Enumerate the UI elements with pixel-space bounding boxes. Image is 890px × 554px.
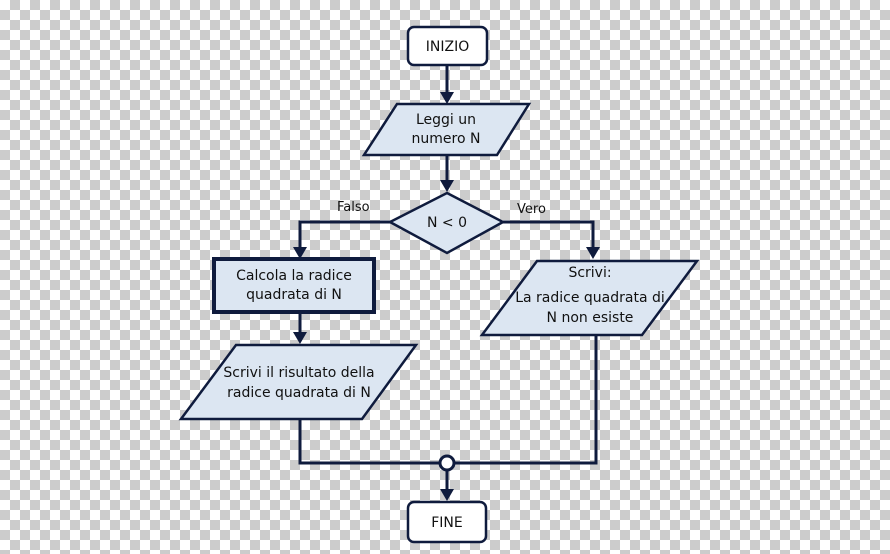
start-box (406, 25, 489, 67)
output-error-line-3: N non esiste (547, 310, 634, 326)
connectors (293, 65, 600, 501)
input-line-2: numero N (412, 131, 481, 147)
process-node: Calcola la radice quadrata di N (212, 257, 376, 314)
end-node: FINE (406, 500, 488, 544)
input-line-1: Leggi un (416, 112, 476, 128)
input-shape (361, 102, 532, 157)
arrow-decision-true (586, 247, 600, 259)
arrow-input-decision (440, 180, 454, 192)
decision-shape (387, 191, 506, 255)
connector-decision-true (503, 220, 595, 248)
process-line-1: Calcola la radice (236, 268, 352, 284)
branch-false-label: Falso (337, 200, 370, 215)
connector-decision-false (298, 220, 390, 248)
input-node: Leggi un numero N (361, 102, 532, 157)
arrow-decision-false (293, 247, 307, 259)
output-result-node: Scrivi il risultato della radice quadrat… (178, 343, 419, 421)
decision-label: N < 0 (427, 215, 467, 231)
output-error-shape (479, 259, 700, 337)
output-result-line-2: radice quadrata di N (227, 385, 371, 401)
end-box (406, 500, 488, 544)
output-error-line-2: La radice quadrata di (515, 290, 665, 306)
output-error-line-1: Scrivi: (568, 265, 611, 281)
arrow-merge-end (440, 489, 454, 501)
arrow-start-input (440, 92, 454, 104)
process-shape (212, 257, 376, 314)
start-node: INIZIO (406, 25, 489, 67)
output-result-line-1: Scrivi il risultato della (223, 365, 374, 381)
start-label: INIZIO (426, 39, 469, 55)
output-result-shape (178, 343, 419, 421)
process-line-2: quadrata di N (246, 287, 342, 303)
output-error-node: Scrivi: La radice quadrata di N non esis… (479, 259, 700, 337)
connector-error-merge (455, 335, 598, 465)
arrow-process-output (293, 332, 307, 344)
connector-result-merge (298, 419, 439, 465)
end-label: FINE (431, 515, 463, 531)
merge-point (438, 454, 456, 472)
decision-node: N < 0 (387, 191, 506, 255)
branch-true-label: Vero (517, 202, 546, 217)
